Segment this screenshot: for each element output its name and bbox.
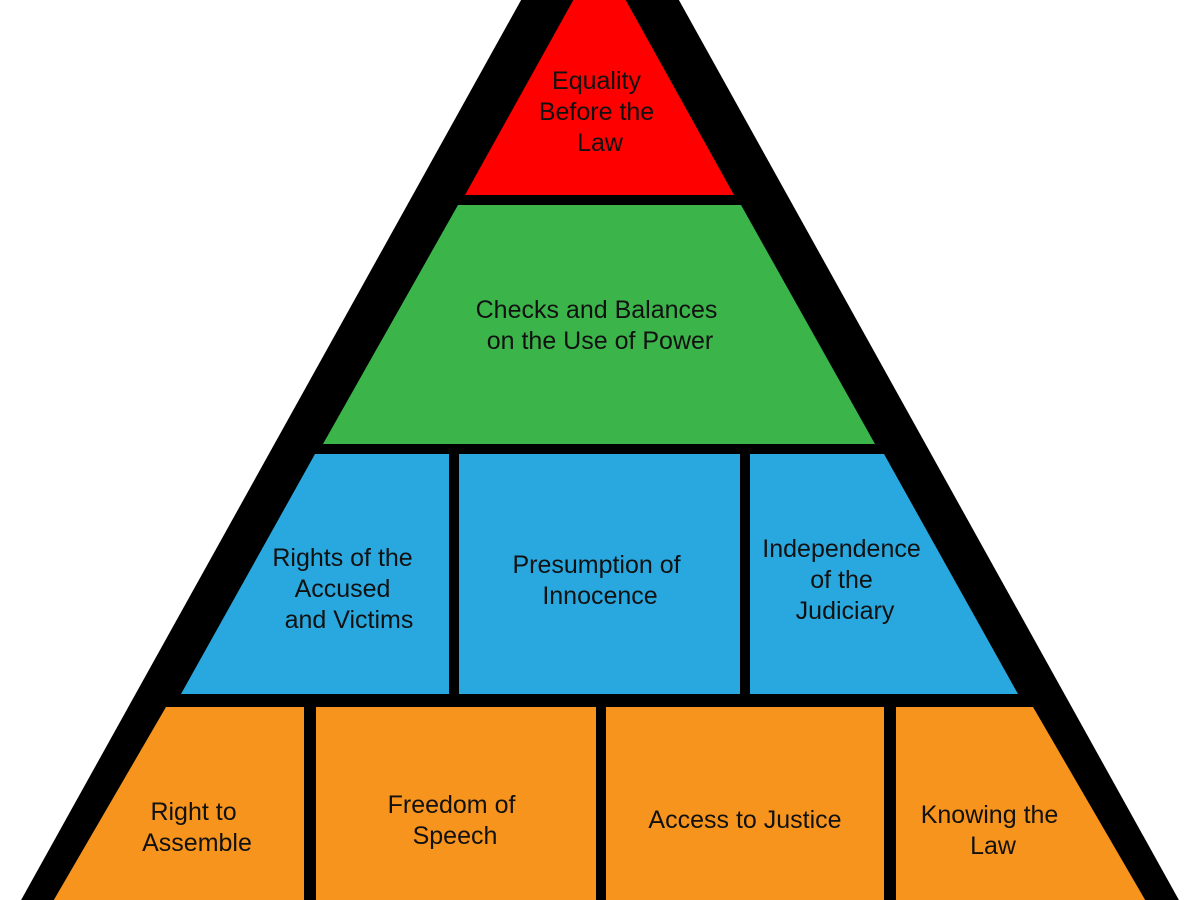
block-label-presumption-of-innocence: Presumption of Innocence: [512, 551, 687, 610]
block-label-access-to-justice: Access to Justice: [648, 806, 841, 834]
block-label-equality: Equality Before the Law: [539, 67, 661, 157]
tier-third-block-rights-accused: [181, 454, 449, 694]
block-label-checks-and-balances: Checks and Balances on the Use of Power: [476, 296, 725, 355]
tier-base-block-right-to-assemble: [53, 707, 304, 900]
tier-top-block: [465, 0, 734, 195]
tier-base-block-knowing-the-law: [896, 707, 1146, 900]
block-label-right-to-assemble: Right to Assemble: [142, 798, 252, 857]
block-label-freedom-of-speech: Freedom of Speech: [388, 791, 523, 850]
tier-second-block: [323, 205, 875, 444]
block-label-independence-of-judiciary: Independence of the Judiciary: [762, 535, 927, 625]
tier-base-block-freedom-of-speech: [316, 707, 596, 900]
tier-third-block-independence: [750, 454, 1018, 694]
block-label-knowing-the-law: Knowing the Law: [921, 801, 1066, 860]
tier-base-block-access-to-justice: [606, 707, 884, 900]
tier-third-block-presumption: [459, 454, 740, 694]
block-label-rights-of-accused: Rights of the Accused and Victims: [272, 544, 419, 634]
